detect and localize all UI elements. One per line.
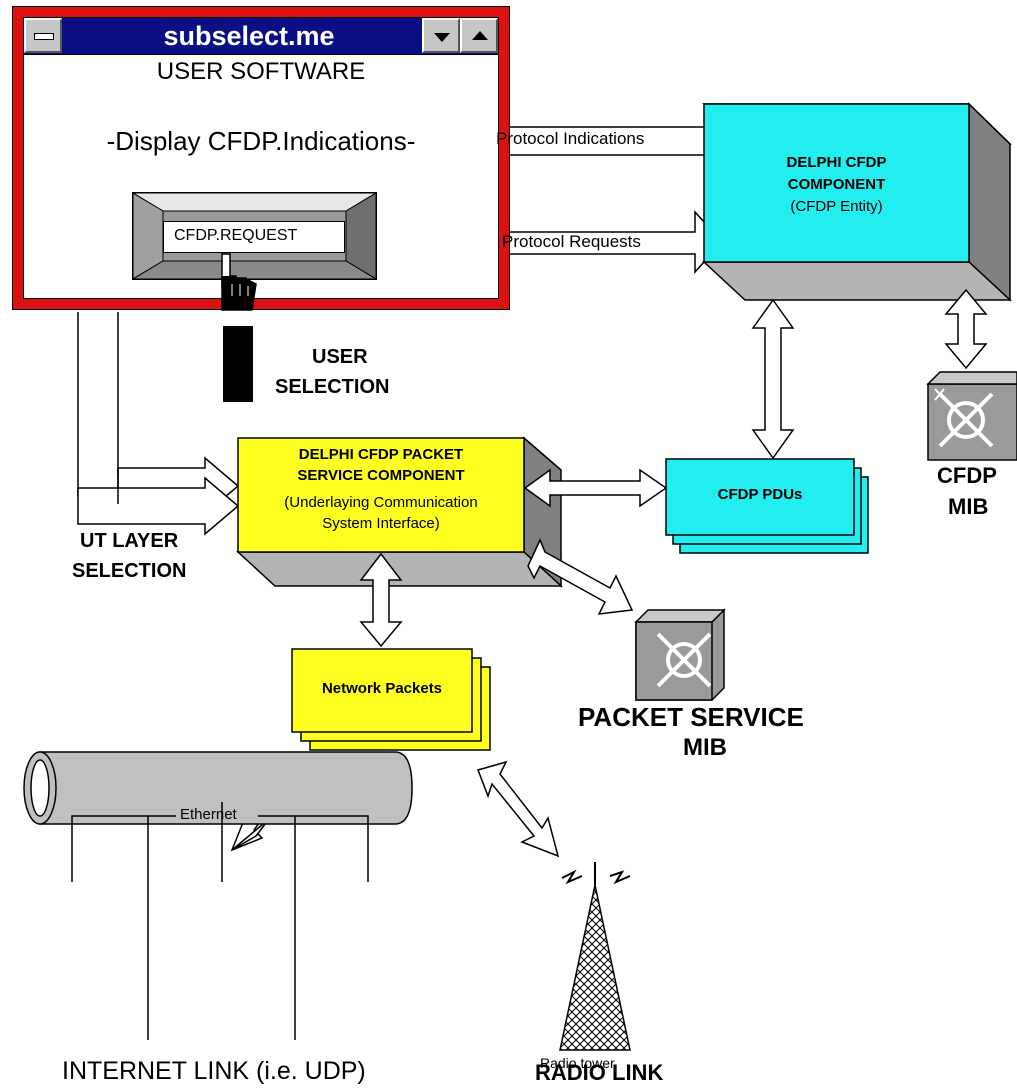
user-selection-label-1: USER bbox=[312, 346, 368, 368]
internet-link-label: INTERNET LINK (i.e. UDP) bbox=[62, 1057, 366, 1085]
triangle-down-icon bbox=[434, 33, 450, 42]
packet-component-title-1: DELPHI CFDP PACKET bbox=[298, 446, 464, 463]
protocol-requests-label: Protocol Requests bbox=[502, 232, 641, 251]
network-packets-stack bbox=[291, 648, 491, 751]
cfdp-to-mib-arrow bbox=[944, 288, 988, 370]
ethernet-cable bbox=[23, 751, 413, 1040]
display-indications-label: -Display CFDP.Indications- bbox=[106, 126, 416, 156]
cfdp-request-button[interactable]: CFDP.REQUEST bbox=[132, 192, 377, 280]
ethernet-label: Ethernet bbox=[180, 806, 237, 823]
cfdp-component-title-2: COMPONENT bbox=[787, 176, 886, 193]
system-menu-button[interactable] bbox=[24, 18, 62, 53]
ut-selection-arrows bbox=[77, 456, 240, 536]
cfdp-component-box bbox=[702, 102, 1012, 302]
packet-to-pdus-arrow bbox=[523, 468, 668, 508]
minimize-button[interactable] bbox=[422, 18, 460, 53]
network-packets-label: Network Packets bbox=[321, 680, 443, 697]
window-client-area: subselect.me USER SOFTWARE -Display CFDP… bbox=[23, 17, 499, 299]
ut-layer-label-2: SELECTION bbox=[72, 560, 187, 582]
cfdp-mib-label-2: MIB bbox=[948, 494, 989, 519]
packet-mib-label-1: PACKET SERVICE bbox=[578, 702, 804, 732]
packet-mib-label-2: MIB bbox=[683, 734, 727, 761]
network-to-radio-arrow bbox=[477, 760, 560, 858]
request-label-box: CFDP.REQUEST bbox=[163, 221, 345, 253]
packet-to-mib-arrow bbox=[527, 538, 634, 615]
radio-link-label: RADIO LINK bbox=[535, 1060, 664, 1085]
user-software-label: USER SOFTWARE bbox=[156, 58, 366, 85]
packet-mib-router-icon bbox=[634, 608, 726, 701]
radio-tower-label: Radio tower bbox=[540, 1055, 615, 1071]
packet-component-subtitle-1: (Underlaying Communication bbox=[284, 494, 478, 511]
maximize-button[interactable] bbox=[460, 18, 498, 53]
packet-to-network-arrow bbox=[359, 552, 403, 648]
title-bar: subselect.me bbox=[24, 18, 498, 55]
cfdp-pdus-label: CFDP PDUs bbox=[717, 486, 803, 503]
cfdp-mib-label-1: CFDP bbox=[937, 463, 997, 488]
minus-icon bbox=[34, 33, 54, 40]
packet-component-box bbox=[236, 436, 563, 588]
cfdp-component-title-1: DELPHI CFDP bbox=[786, 154, 887, 171]
window-title: subselect.me bbox=[163, 21, 335, 51]
pointing-hand-icon bbox=[221, 253, 257, 311]
packet-component-subtitle-2: System Interface) bbox=[322, 515, 440, 532]
packet-component-title-2: SERVICE COMPONENT bbox=[297, 467, 465, 484]
cfdp-to-pdus-arrow bbox=[751, 298, 795, 460]
cfdp-mib-router-icon bbox=[926, 371, 1017, 461]
ut-layer-label-1: UT LAYER bbox=[80, 530, 179, 552]
user-selection-bar bbox=[223, 326, 253, 402]
user-selection-label-2: SELECTION bbox=[275, 376, 390, 398]
triangle-up-icon bbox=[472, 31, 488, 40]
cfdp-pdus-stack bbox=[665, 458, 869, 554]
cfdp-component-subtitle: (CFDP Entity) bbox=[790, 198, 883, 215]
request-label: CFDP.REQUEST bbox=[174, 227, 298, 244]
protocol-indications-label: Protocol Indications bbox=[496, 129, 645, 148]
radio-tower bbox=[559, 862, 631, 1051]
user-software-window: subselect.me USER SOFTWARE -Display CFDP… bbox=[12, 6, 510, 310]
